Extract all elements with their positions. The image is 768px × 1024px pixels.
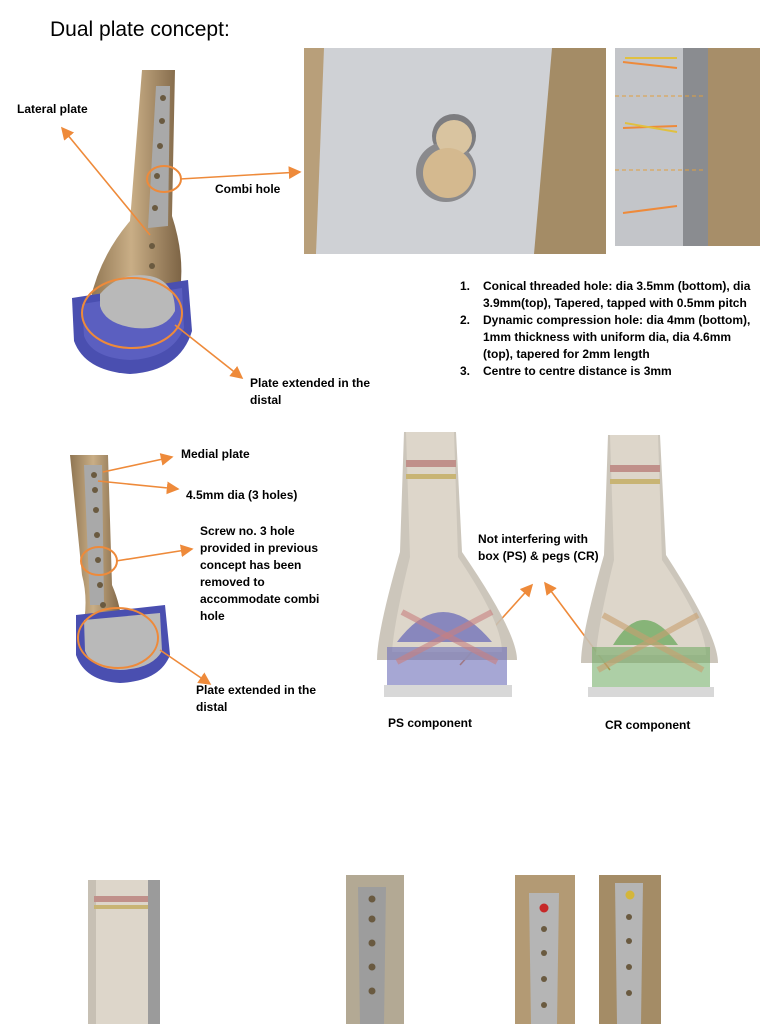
note-item-2: 2.Dynamic compression hole: dia 4mm (bot… (460, 313, 751, 361)
combi-hole-closeup (304, 48, 606, 254)
not-interfering-label: Not interfering with box (PS) & pegs (CR… (478, 532, 599, 563)
medial-plate-label: Medial plate (181, 447, 250, 461)
combi-hole-section-view (615, 48, 760, 246)
plate-extended-label-bottom: Plate extended in the distal (196, 683, 317, 714)
bottom-render-middle (346, 875, 404, 1024)
cr-component-label: CR component (605, 718, 691, 732)
bottom-render-left (88, 880, 160, 1024)
ps-component-render (377, 432, 517, 697)
medial-plate-render (70, 455, 170, 683)
lateral-plate-label: Lateral plate (17, 102, 88, 116)
cr-component-render (581, 435, 718, 697)
hole-spec-notes: 1.Conical threaded hole: dia 3.5mm (bott… (460, 278, 760, 380)
dia-holes-label: 4.5mm dia (3 holes) (186, 488, 298, 502)
screw-removed-note: Screw no. 3 hole provided in previous co… (200, 524, 320, 623)
top-annotation-arrows (60, 126, 302, 379)
note-item-1: 1.Conical threaded hole: dia 3.5mm (bott… (460, 279, 751, 310)
note-item-3: 3.Centre to centre distance is 3mm (460, 364, 672, 378)
combi-hole-label: Combi hole (215, 182, 281, 196)
bottom-render-right-pair (515, 875, 661, 1024)
plate-extended-label-top: Plate extended in the distal (250, 376, 371, 407)
page-title: Dual plate concept: (50, 18, 230, 41)
ps-component-label: PS component (388, 716, 473, 730)
